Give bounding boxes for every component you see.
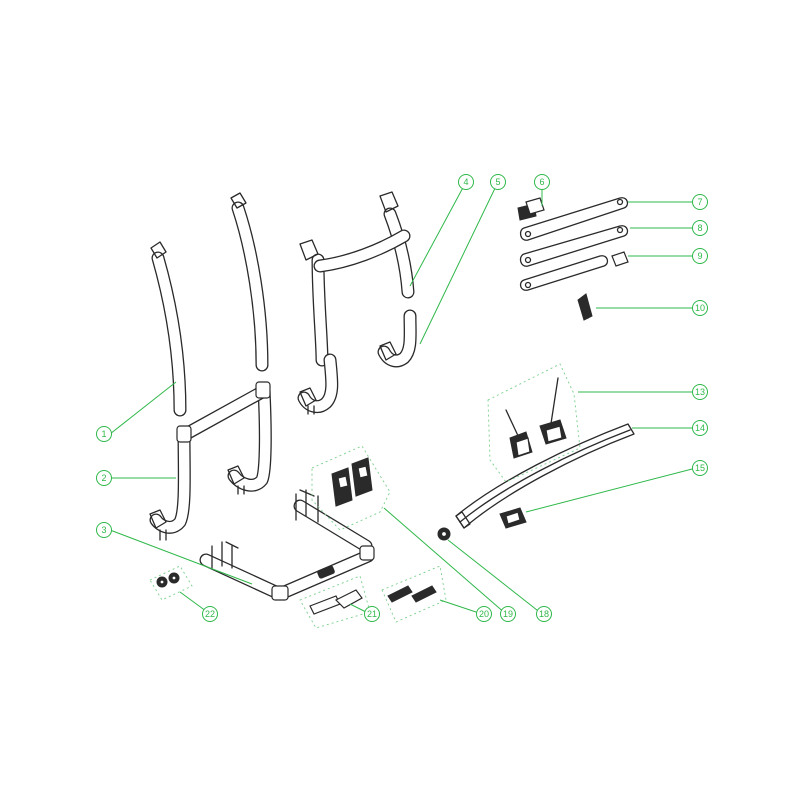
svg-text:20: 20	[479, 609, 489, 619]
callout-8: 8	[692, 220, 708, 236]
part-18-knob	[437, 527, 451, 541]
part-short-j-tube	[297, 353, 339, 415]
part-7-strap	[519, 197, 629, 241]
svg-text:9: 9	[697, 251, 702, 261]
part-upright-tube-b	[230, 192, 269, 372]
svg-text:6: 6	[539, 177, 544, 187]
callout-15: 15	[692, 460, 708, 476]
part-6-clip	[517, 197, 545, 221]
svg-text:22: 22	[205, 609, 215, 619]
callout-14: 14	[692, 420, 708, 436]
part-19-light-pair	[331, 457, 373, 507]
part-9-cap	[611, 251, 629, 267]
leader-lines	[109, 181, 697, 615]
svg-text:3: 3	[101, 525, 106, 535]
callout-22: 22	[202, 606, 218, 622]
callout-4: 4	[458, 174, 474, 190]
callout-10: 10	[692, 300, 708, 316]
part-strap-lower	[519, 255, 609, 291]
part-22-nuts	[156, 572, 180, 588]
part-13-wheel-holders	[505, 377, 567, 459]
svg-text:10: 10	[695, 303, 705, 313]
callout-1: 1	[96, 426, 112, 442]
callout-13: 13	[692, 384, 708, 400]
svg-text:13: 13	[695, 387, 705, 397]
part-4-handle-frame	[299, 191, 415, 367]
callout-21: 21	[364, 606, 380, 622]
svg-text:2: 2	[101, 473, 106, 483]
svg-text:18: 18	[539, 609, 549, 619]
svg-text:5: 5	[495, 177, 500, 187]
svg-text:14: 14	[695, 423, 705, 433]
svg-text:15: 15	[695, 463, 705, 473]
svg-text:4: 4	[463, 177, 468, 187]
part-10-ratchet	[577, 293, 593, 321]
part-15-end-block	[499, 507, 527, 529]
svg-text:19: 19	[503, 609, 513, 619]
part-14-wheel-rail	[455, 423, 635, 529]
callout-2: 2	[96, 470, 112, 486]
callout-20: 20	[476, 606, 492, 622]
svg-text:21: 21	[367, 609, 377, 619]
callout-9: 9	[692, 248, 708, 264]
svg-text:8: 8	[697, 223, 702, 233]
callout-3: 3	[96, 522, 112, 538]
part-2-lower-frame	[149, 381, 272, 541]
part-8-strap	[519, 225, 629, 267]
callout-19: 19	[500, 606, 516, 622]
callout-5: 5	[490, 174, 506, 190]
callout-6: 6	[534, 174, 550, 190]
group-boxes	[149, 363, 581, 629]
callouts: 1 2 3 4 5 6 7 8 9 10 13 14 15 18 19 20 2…	[96, 174, 708, 622]
callout-18: 18	[536, 606, 552, 622]
part-21-plates	[309, 589, 363, 615]
callout-7: 7	[692, 194, 708, 210]
svg-text:1: 1	[101, 429, 106, 439]
part-1-upright-tube	[150, 241, 187, 417]
part-5-j-tube	[377, 309, 417, 368]
part-3-base-frame	[199, 489, 375, 601]
svg-text:7: 7	[697, 197, 702, 207]
part-20-brackets	[387, 585, 437, 603]
